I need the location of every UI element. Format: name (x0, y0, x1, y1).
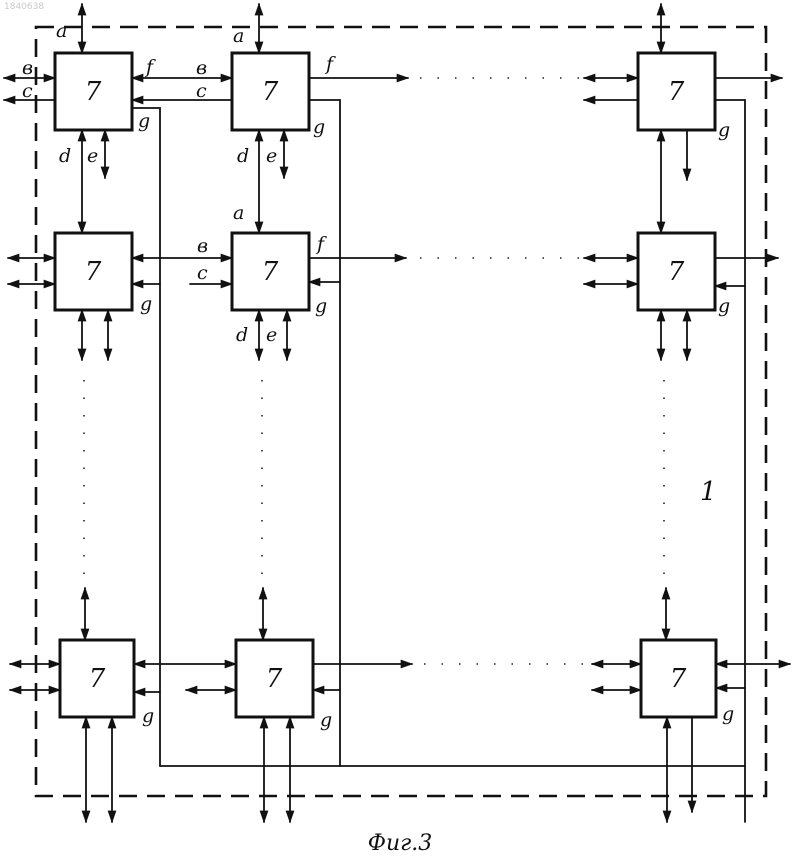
label-a: a (233, 25, 244, 47)
label-d: d (59, 145, 71, 167)
module-number: 7 (266, 664, 283, 694)
label-e: e (266, 145, 277, 167)
label-d: d (236, 324, 248, 346)
wire-g-c1 (132, 108, 160, 766)
label-g: g (140, 293, 152, 315)
label-g: g (320, 709, 332, 731)
module-number: 7 (262, 77, 279, 107)
label-g: g (722, 703, 734, 725)
label-c: c (196, 80, 207, 102)
label-e: e (266, 324, 277, 346)
label-e: e (87, 145, 98, 167)
module-number: 7 (262, 257, 279, 287)
label-f: f (324, 53, 336, 75)
label-g: g (718, 119, 730, 141)
label-d: d (237, 145, 249, 167)
label-b: в (22, 57, 33, 79)
document-number: 1840638 (4, 2, 44, 12)
label-a: a (56, 20, 67, 42)
module-number: 7 (85, 77, 102, 107)
label-b: в (197, 235, 208, 257)
label-f: f (315, 233, 327, 255)
module-numbers: 7 7 7 7 7 7 7 7 7 (85, 77, 687, 694)
label-g: g (315, 295, 327, 317)
label-g: g (313, 116, 325, 138)
module-number: 7 (85, 257, 102, 287)
label-f: f (144, 56, 156, 78)
label-c: c (197, 262, 208, 284)
label-c: c (22, 80, 33, 102)
module-number: 7 (89, 664, 106, 694)
module-number: 7 (668, 257, 685, 287)
label-g: g (718, 295, 730, 317)
label-a: a (233, 202, 244, 224)
modules (55, 53, 716, 717)
continuation-dots (84, 78, 664, 664)
label-b: в (196, 57, 207, 79)
module-number: 7 (670, 664, 687, 694)
reference-label: 1 (700, 477, 717, 507)
figure-caption: Фиг.3 (368, 831, 433, 856)
module-number: 7 (668, 77, 685, 107)
label-g: g (142, 705, 154, 727)
label-g: g (138, 110, 150, 132)
